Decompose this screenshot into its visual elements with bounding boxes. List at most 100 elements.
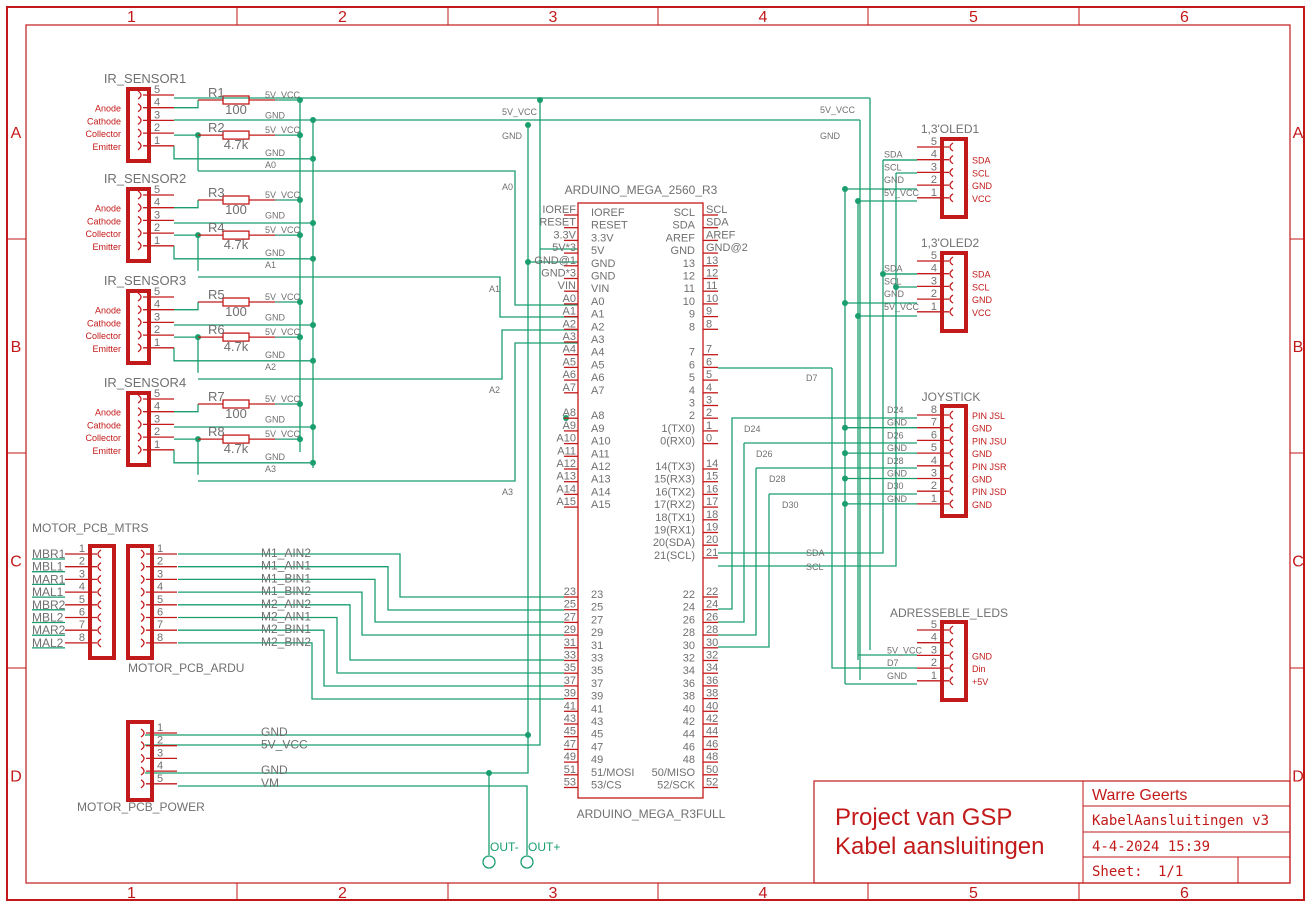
pin-number: 7 [79, 619, 85, 631]
arduino-pin-inner: 27 [591, 614, 603, 626]
emitter-wire [173, 347, 313, 362]
arduino-pin-outer: 0 [706, 433, 712, 445]
arduino-pin-inner: 33 [591, 653, 603, 665]
joystick-pin-label: GND [972, 475, 993, 485]
arduino-pin-inner: 24 [683, 602, 695, 614]
net-label: D30 [887, 481, 904, 491]
arduino-pin-outer: 27 [564, 611, 576, 623]
arduino-pin-inner: 0(RX0) [660, 436, 695, 448]
motor-route [178, 566, 564, 611]
pin-contact [140, 574, 145, 584]
pin-contact [949, 650, 954, 660]
arduino-pin-outer: 50 [706, 764, 718, 776]
arduino-pin-outer: 48 [706, 751, 718, 763]
arduino-pin-outer: 42 [706, 713, 718, 725]
row-marker: C [1292, 554, 1304, 571]
arduino-pin-inner: 4 [689, 385, 695, 397]
arduino-pin-inner: A6 [591, 372, 604, 384]
motor-wire-label: MBL2 [32, 611, 64, 625]
scl-route [718, 173, 897, 567]
arduino-pin-inner: RESET [591, 220, 628, 232]
net-label: D26 [887, 430, 904, 440]
pin-contact [949, 473, 954, 484]
row-marker: D [10, 769, 22, 786]
arduino-pin-outer: VIN [558, 280, 576, 292]
net-label: SCL [806, 562, 824, 572]
pin-number: 4 [157, 581, 163, 593]
column-marker: 3 [549, 885, 558, 902]
arduino-pin-outer: 44 [706, 726, 718, 738]
d28-route [718, 468, 757, 636]
arduino-pin-inner: 25 [591, 602, 603, 614]
pin-contact [949, 663, 954, 673]
net-label: 5V_VCC [265, 225, 301, 235]
arduino-pin-inner: 1(TX0) [661, 423, 695, 435]
net-label: GND [265, 248, 286, 258]
pin-contact [97, 562, 102, 572]
pin-contact [949, 435, 954, 445]
sensor-pin-label: Collector [85, 129, 121, 139]
joystick-pin-label: PIN JSR [972, 462, 1007, 472]
arduino-pin-inner: 5V [591, 245, 605, 257]
arduino-pin-outer: 4 [706, 382, 712, 394]
arduino-pin-outer: 15 [706, 471, 718, 483]
pin-contact [949, 410, 954, 420]
pin-number: 4 [79, 581, 85, 593]
arduino-pin-inner: GND [671, 245, 696, 257]
pin-contact [137, 419, 142, 429]
arduino-pin-inner: 18(TX1) [655, 512, 695, 524]
arduino-pin-outer: 16 [706, 483, 718, 495]
pin-contact [137, 292, 142, 302]
resistor-ref: R6 [208, 322, 225, 337]
arduino-pin-outer: 25 [564, 599, 576, 611]
pin-number: 3 [157, 747, 163, 759]
arduino-pin-inner: 26 [683, 614, 695, 626]
joystick-pin-label: GND [972, 449, 993, 459]
pin-number: 5 [154, 286, 160, 298]
joystick-pin-label: GND [972, 500, 993, 510]
arduino-pin-inner: 37 [591, 678, 603, 690]
led-pin-label: GND [972, 651, 993, 661]
sensor-pin-label: Cathode [87, 420, 121, 430]
sensor-pin-label: Emitter [92, 446, 121, 456]
a0-route [198, 170, 578, 306]
oled-name: 1,3'OLED1 [921, 122, 980, 136]
arduino-pin-outer: 30 [706, 637, 718, 649]
pin-contact [140, 766, 145, 776]
column-marker: 2 [338, 885, 347, 902]
arduino-pin-inner: 21(SCL) [654, 550, 695, 562]
column-marker: 6 [1180, 885, 1189, 902]
arduino-pin-inner: AREF [666, 232, 696, 244]
net-label: M2_AIN1 [261, 610, 311, 624]
pin-contact [140, 753, 145, 763]
pin-contact [97, 625, 102, 635]
net-label: GND [884, 175, 905, 185]
net-label: D28 [769, 474, 786, 484]
motor-route [178, 629, 564, 687]
arduino-pin-outer: RESET [539, 217, 576, 229]
sensor-pin-label: Emitter [92, 344, 121, 354]
arduino-pin-outer: A0 [563, 293, 576, 305]
pin-contact [140, 741, 145, 751]
pin-number: 5 [154, 84, 160, 96]
junction-dot [842, 450, 848, 457]
arduino-pin-outer: 1 [706, 420, 712, 432]
pin-number: 2 [931, 657, 937, 669]
column-marker: 5 [969, 885, 978, 902]
arduino-pin-outer: 45 [564, 726, 576, 738]
sensor-pin-label: Anode [95, 306, 121, 316]
arduino-pin-inner: 11 [684, 283, 695, 295]
pin-contact [949, 294, 954, 304]
pin-contact [949, 193, 954, 203]
net-label: SCL [884, 276, 902, 286]
net-label: D30 [782, 500, 799, 510]
net-label: GND [265, 312, 286, 322]
net-label: GND [887, 418, 908, 428]
arduino-pin-inner: A12 [591, 461, 611, 473]
arduino-pin-inner: 50/MISO [652, 767, 696, 779]
connector-body [940, 620, 968, 702]
net-label: GND [265, 414, 286, 424]
arduino-pin-inner: A1 [591, 309, 604, 321]
arduino-pin-outer: A6 [563, 369, 576, 381]
net-label: VM [261, 776, 279, 790]
